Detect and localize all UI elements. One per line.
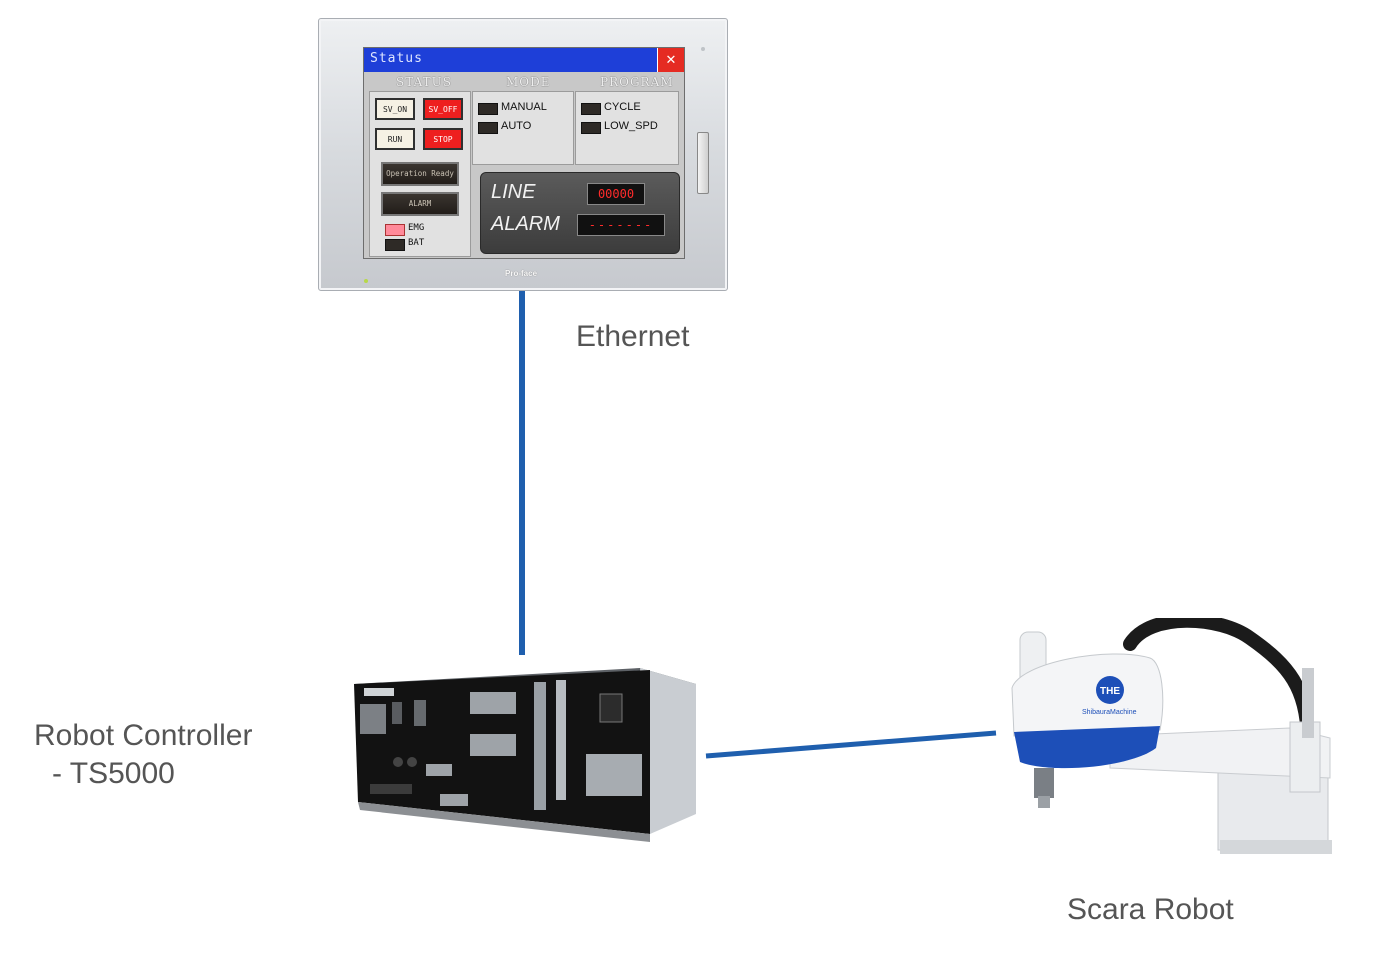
cycle-lamp: [581, 103, 601, 115]
controller-robot-cable: [705, 730, 997, 759]
bat-label: BAT: [408, 238, 425, 248]
low-spd-label: LOW_SPD: [604, 120, 658, 132]
alarm-code: -------: [577, 214, 665, 236]
emg-label: EMG: [408, 223, 425, 233]
robot-maker: ShibauraMachine: [1082, 709, 1137, 716]
ethernet-label: Ethernet: [576, 320, 690, 353]
sv-off-button[interactable]: SV_OFF: [423, 98, 463, 120]
hmi-screen: Status ✕ STATUS MODE PROGRAM SV_ON SV_OF…: [363, 47, 685, 259]
robot-head: [1011, 653, 1164, 808]
low-spd-lamp: [581, 122, 601, 134]
controller-label: Robot Controller - TS5000: [34, 717, 252, 793]
controller-body: [354, 668, 696, 842]
robot-controller: [354, 668, 696, 842]
sv-on-button[interactable]: SV_ON: [375, 98, 415, 120]
bat-lamp: [385, 239, 405, 251]
auto-lamp: [478, 122, 498, 134]
section-program-header: PROGRAM: [600, 75, 674, 89]
hmi-panel: Pro-face Status ✕ STATUS MODE PROGRAM SV…: [318, 18, 728, 291]
section-status-header: STATUS: [396, 75, 452, 89]
auto-label: AUTO: [501, 120, 532, 132]
line-counter: 00000: [587, 183, 645, 205]
window-titlebar: Status ✕: [364, 48, 684, 72]
section-mode-header: MODE: [506, 75, 551, 89]
robot-arm: [1109, 668, 1331, 793]
emg-lamp: [385, 224, 405, 236]
line-label: LINE: [491, 181, 536, 203]
alarm-label: ALARM: [491, 213, 560, 235]
power-led: [364, 279, 368, 283]
cycle-label: CYCLE: [604, 101, 641, 113]
controller-label-line1: Robot Controller: [34, 719, 253, 752]
brand-logo: Pro-face: [505, 269, 538, 278]
controller-panel-details: [360, 680, 642, 810]
ethernet-cable: [519, 290, 525, 655]
stop-button[interactable]: STOP: [423, 128, 463, 150]
controller-label-line2: - TS5000: [52, 757, 175, 790]
scara-robot: THE ShibauraMachine: [1011, 618, 1332, 854]
manual-lamp: [478, 103, 498, 115]
close-button[interactable]: ✕: [657, 48, 684, 72]
robot-cable: [1123, 618, 1315, 745]
operation-ready-button[interactable]: Operation Ready: [381, 162, 459, 186]
robot-logo: THE: [1100, 686, 1120, 697]
line-alarm-display: LINE 00000 ALARM -------: [480, 172, 680, 254]
status-led: [701, 47, 705, 51]
manual-label: MANUAL: [501, 101, 547, 113]
side-slot: [697, 132, 709, 194]
alarm-button[interactable]: ALARM: [381, 192, 459, 216]
window-title: Status: [370, 51, 423, 66]
close-icon: ✕: [665, 52, 677, 67]
run-button[interactable]: RUN: [375, 128, 415, 150]
robot-label: Scara Robot: [1067, 893, 1234, 926]
